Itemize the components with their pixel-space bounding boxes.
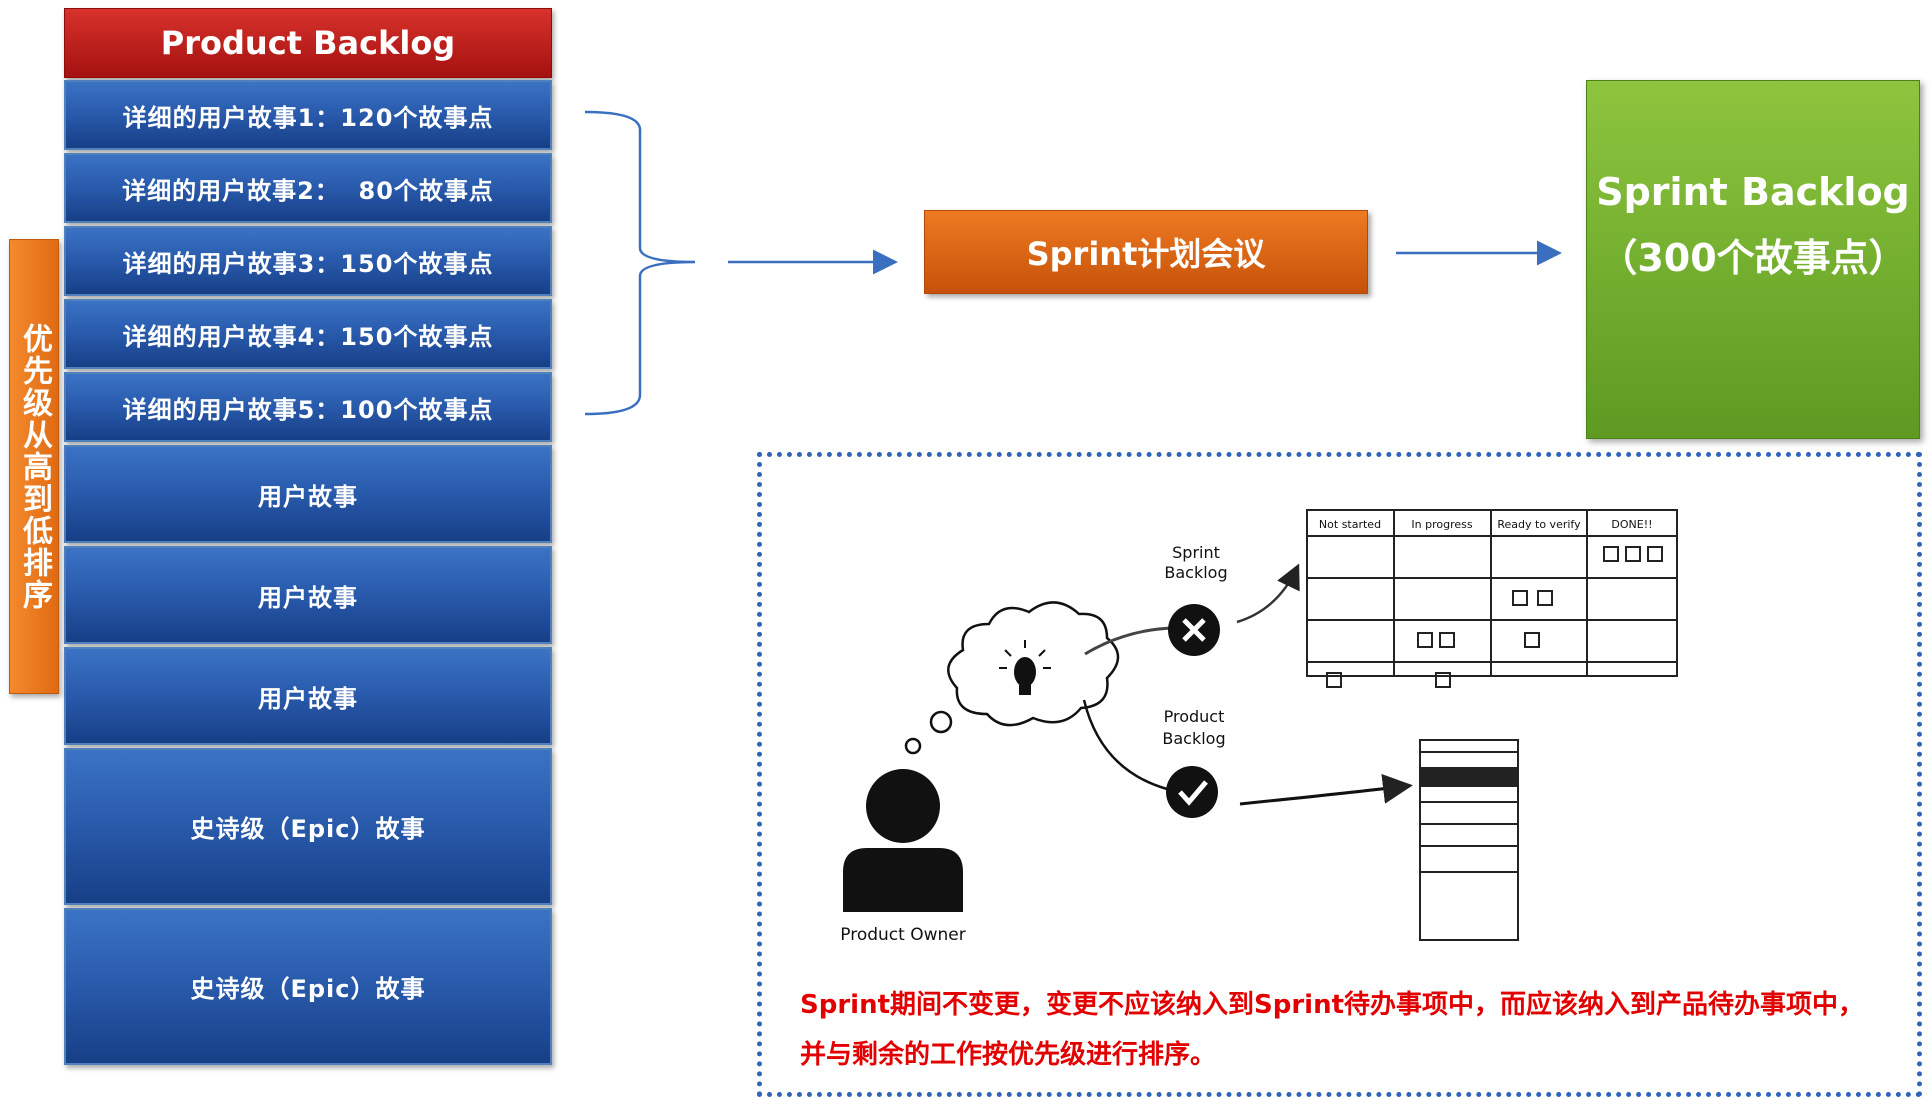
backlog-item: 详细的用户故事1：120个故事点 — [64, 80, 552, 150]
product-backlog-label: Product — [1164, 707, 1225, 726]
backlog-item: 用户故事 — [64, 445, 552, 543]
thought-cloud-icon — [904, 601, 1120, 755]
task-cards — [1326, 546, 1663, 688]
backlog-item: 详细的用户故事5：100个故事点 — [64, 372, 552, 442]
sprint-backlog-title: Sprint Backlog — [1596, 169, 1910, 214]
backlog-item: 详细的用户故事2： 80个故事点 — [64, 153, 552, 223]
sprint-backlog-box: Sprint Backlog （300个故事点） — [1586, 80, 1920, 439]
backlog-item: 详细的用户故事4：150个故事点 — [64, 299, 552, 369]
priority-label: 优先级从高到低排序 — [9, 239, 59, 694]
board-column: Not started — [1319, 518, 1381, 531]
curly-brace — [584, 110, 696, 416]
reject-icon — [1168, 604, 1220, 656]
product-owner-label: Product Owner — [840, 925, 965, 945]
board-column: Ready to verify — [1497, 518, 1581, 531]
change-policy-note: Sprint期间不变更，变更不应该纳入到Sprint待办事项中，而应该纳入到产品… — [800, 990, 1865, 1070]
sprint-planning-meeting: Sprint计划会议 — [924, 210, 1368, 294]
product-owner-icon — [843, 769, 963, 912]
product-backlog-list — [1419, 739, 1519, 941]
task-board — [1306, 509, 1678, 677]
note-container — [757, 452, 1922, 1097]
product-backlog-header: Product Backlog — [64, 8, 552, 78]
board-column: In progress — [1411, 518, 1472, 531]
svg-text:Backlog: Backlog — [1162, 729, 1225, 748]
backlog-item-epic: 史诗级（Epic）故事 — [64, 908, 552, 1065]
backlog-item: 用户故事 — [64, 647, 552, 745]
backlog-item-epic: 史诗级（Epic）故事 — [64, 748, 552, 905]
sprint-backlog-label: Sprint — [1172, 543, 1220, 562]
lightbulb-icon — [999, 640, 1051, 695]
scrum-illustration: Product Owner Sprint Backlog Product Bac… — [840, 509, 1678, 945]
board-column: DONE!! — [1611, 518, 1652, 531]
sprint-backlog-points: （300个故事点） — [1599, 235, 1907, 280]
accept-icon — [1166, 766, 1218, 818]
backlog-item: 用户故事 — [64, 546, 552, 644]
backlog-item: 详细的用户故事3：150个故事点 — [64, 226, 552, 296]
svg-text:Backlog: Backlog — [1164, 563, 1227, 582]
